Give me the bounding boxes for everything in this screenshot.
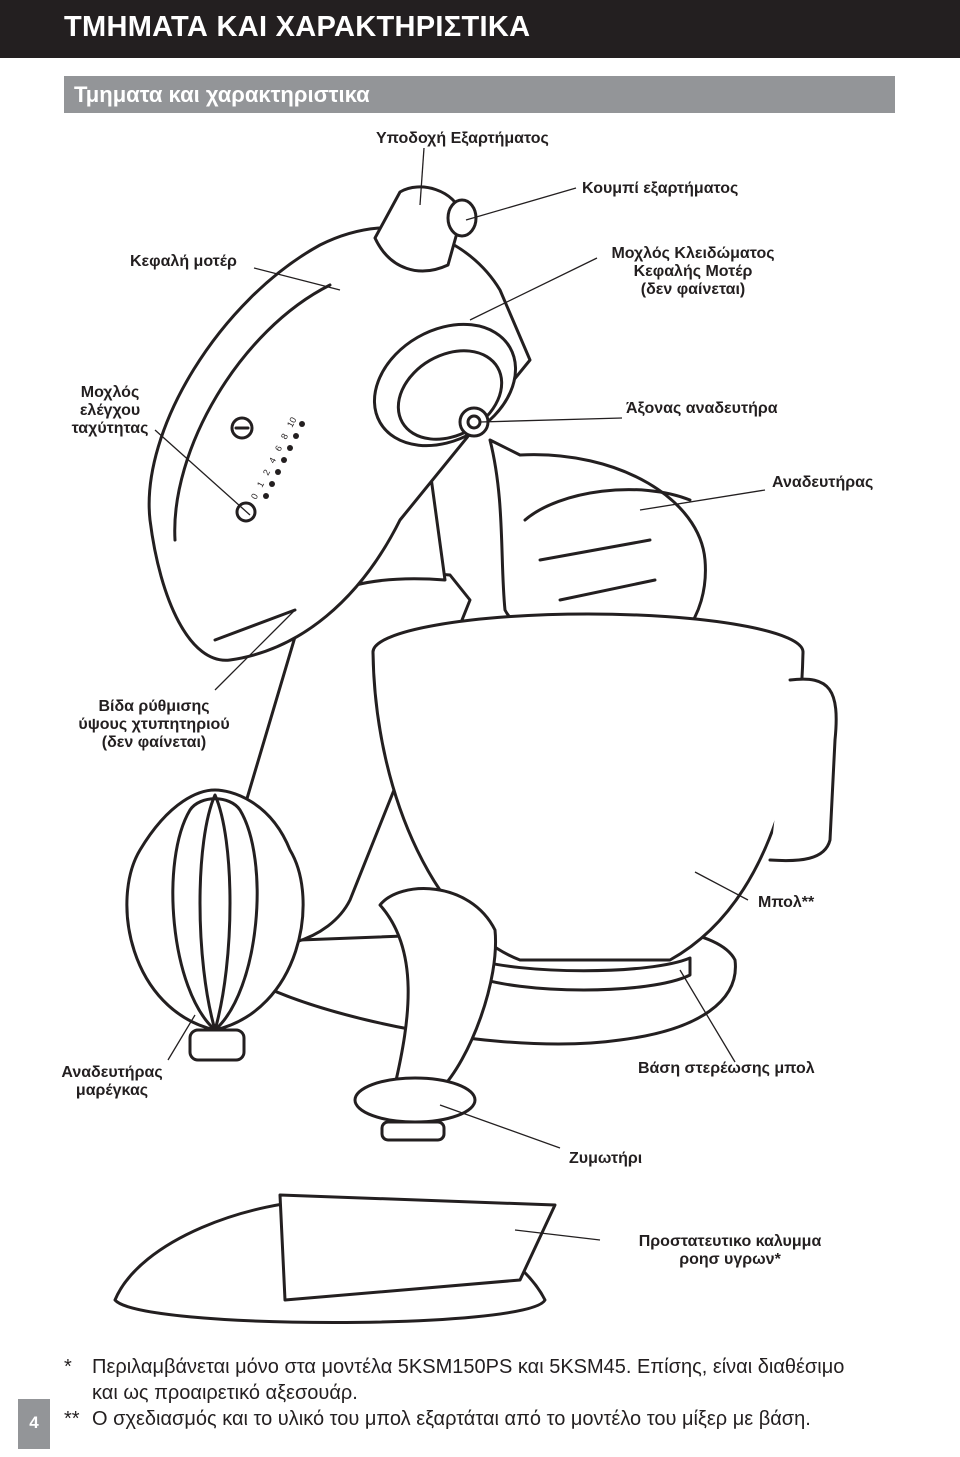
section-title: Τμηματα και χαρακτηριστικα (74, 82, 370, 107)
footnotes: * Περιλαμβάνεται μόνο στα μοντέλα 5KSM15… (64, 1354, 844, 1432)
label-flat-beater: Αναδευτήρας (772, 474, 874, 491)
label-attachment-hub: Υποδοχή Εξαρτήματος (376, 130, 549, 147)
motor-head (147, 226, 532, 662)
dough-hook (378, 887, 498, 1092)
speed-mark: 6 (273, 444, 284, 453)
bowl-clamping-plate (468, 956, 692, 992)
label-head-lock-lever: Μοχλός Κλειδώματος Κεφαλής Μοτέρ (δεν φα… (611, 245, 775, 298)
header-bar (0, 0, 960, 58)
speed-mark: 0 (249, 492, 260, 501)
page-number-tab: 4 (18, 1399, 50, 1449)
speed-mark: 10 (285, 415, 299, 429)
speed-mark: 8 (279, 432, 290, 441)
footnote-mark: * (64, 1356, 72, 1378)
section-bar (64, 76, 895, 113)
footnote-text: και ως προαιρετικό αξεσουάρ. (92, 1382, 358, 1404)
footnote-text: Ο σχεδιασμός και το υλικό του μπολ εξαρτ… (92, 1408, 811, 1430)
label-height-screw: Βίδα ρύθμισης ύψους χτυπητηριού (δεν φαί… (78, 698, 230, 751)
speed-mark: 1 (255, 480, 266, 489)
label-dough-hook: Ζυμωτήρι (569, 1150, 643, 1167)
label-pouring-shield: Προστατευτικο καλυμμα ροησ υγρων* (638, 1233, 822, 1268)
footnote: ** Ο σχεδιασμός και το υλικό του μπολ εξ… (64, 1406, 844, 1432)
wire-whip (125, 788, 305, 1062)
speed-dots (263, 421, 305, 499)
attachment-knob (446, 198, 478, 238)
label-bowl-clamping-plate: Βάση στερέωσης μπολ (638, 1060, 815, 1077)
label-attachment-knob: Κουμπί εξαρτήματος (582, 180, 739, 197)
page-number: 4 (29, 1413, 39, 1432)
footnote-mark: ** (64, 1408, 80, 1430)
footnote-text: Περιλαμβάνεται μόνο στα μοντέλα 5KSM150P… (92, 1356, 845, 1378)
label-speed-control: Μοχλός ελέγχου ταχύτητας (71, 384, 149, 437)
label-motor-head: Κεφαλή μοτέρ (130, 253, 237, 270)
bowl-handle (768, 677, 838, 863)
attachment-hub (373, 185, 464, 273)
speed-mark: 4 (267, 456, 278, 465)
leader-lines (154, 147, 766, 1241)
label-wire-whip: Αναδευτήρας μαρέγκας (61, 1064, 163, 1099)
label-beater-shaft: Άξονας αναδευτήρα (626, 400, 778, 417)
footnote: * Περιλαμβάνεται μόνο στα μοντέλα 5KSM15… (64, 1354, 844, 1406)
speed-mark: 2 (261, 468, 272, 477)
speed-scale: 0 1 2 4 6 8 10 (249, 415, 299, 501)
label-bowl: Μπολ** (758, 894, 815, 911)
page-title: ΤΜΗΜΑΤΑ ΚΑΙ ΧΑΡΑΚΤΗΡΙΣΤΙΚΑ (64, 11, 531, 43)
